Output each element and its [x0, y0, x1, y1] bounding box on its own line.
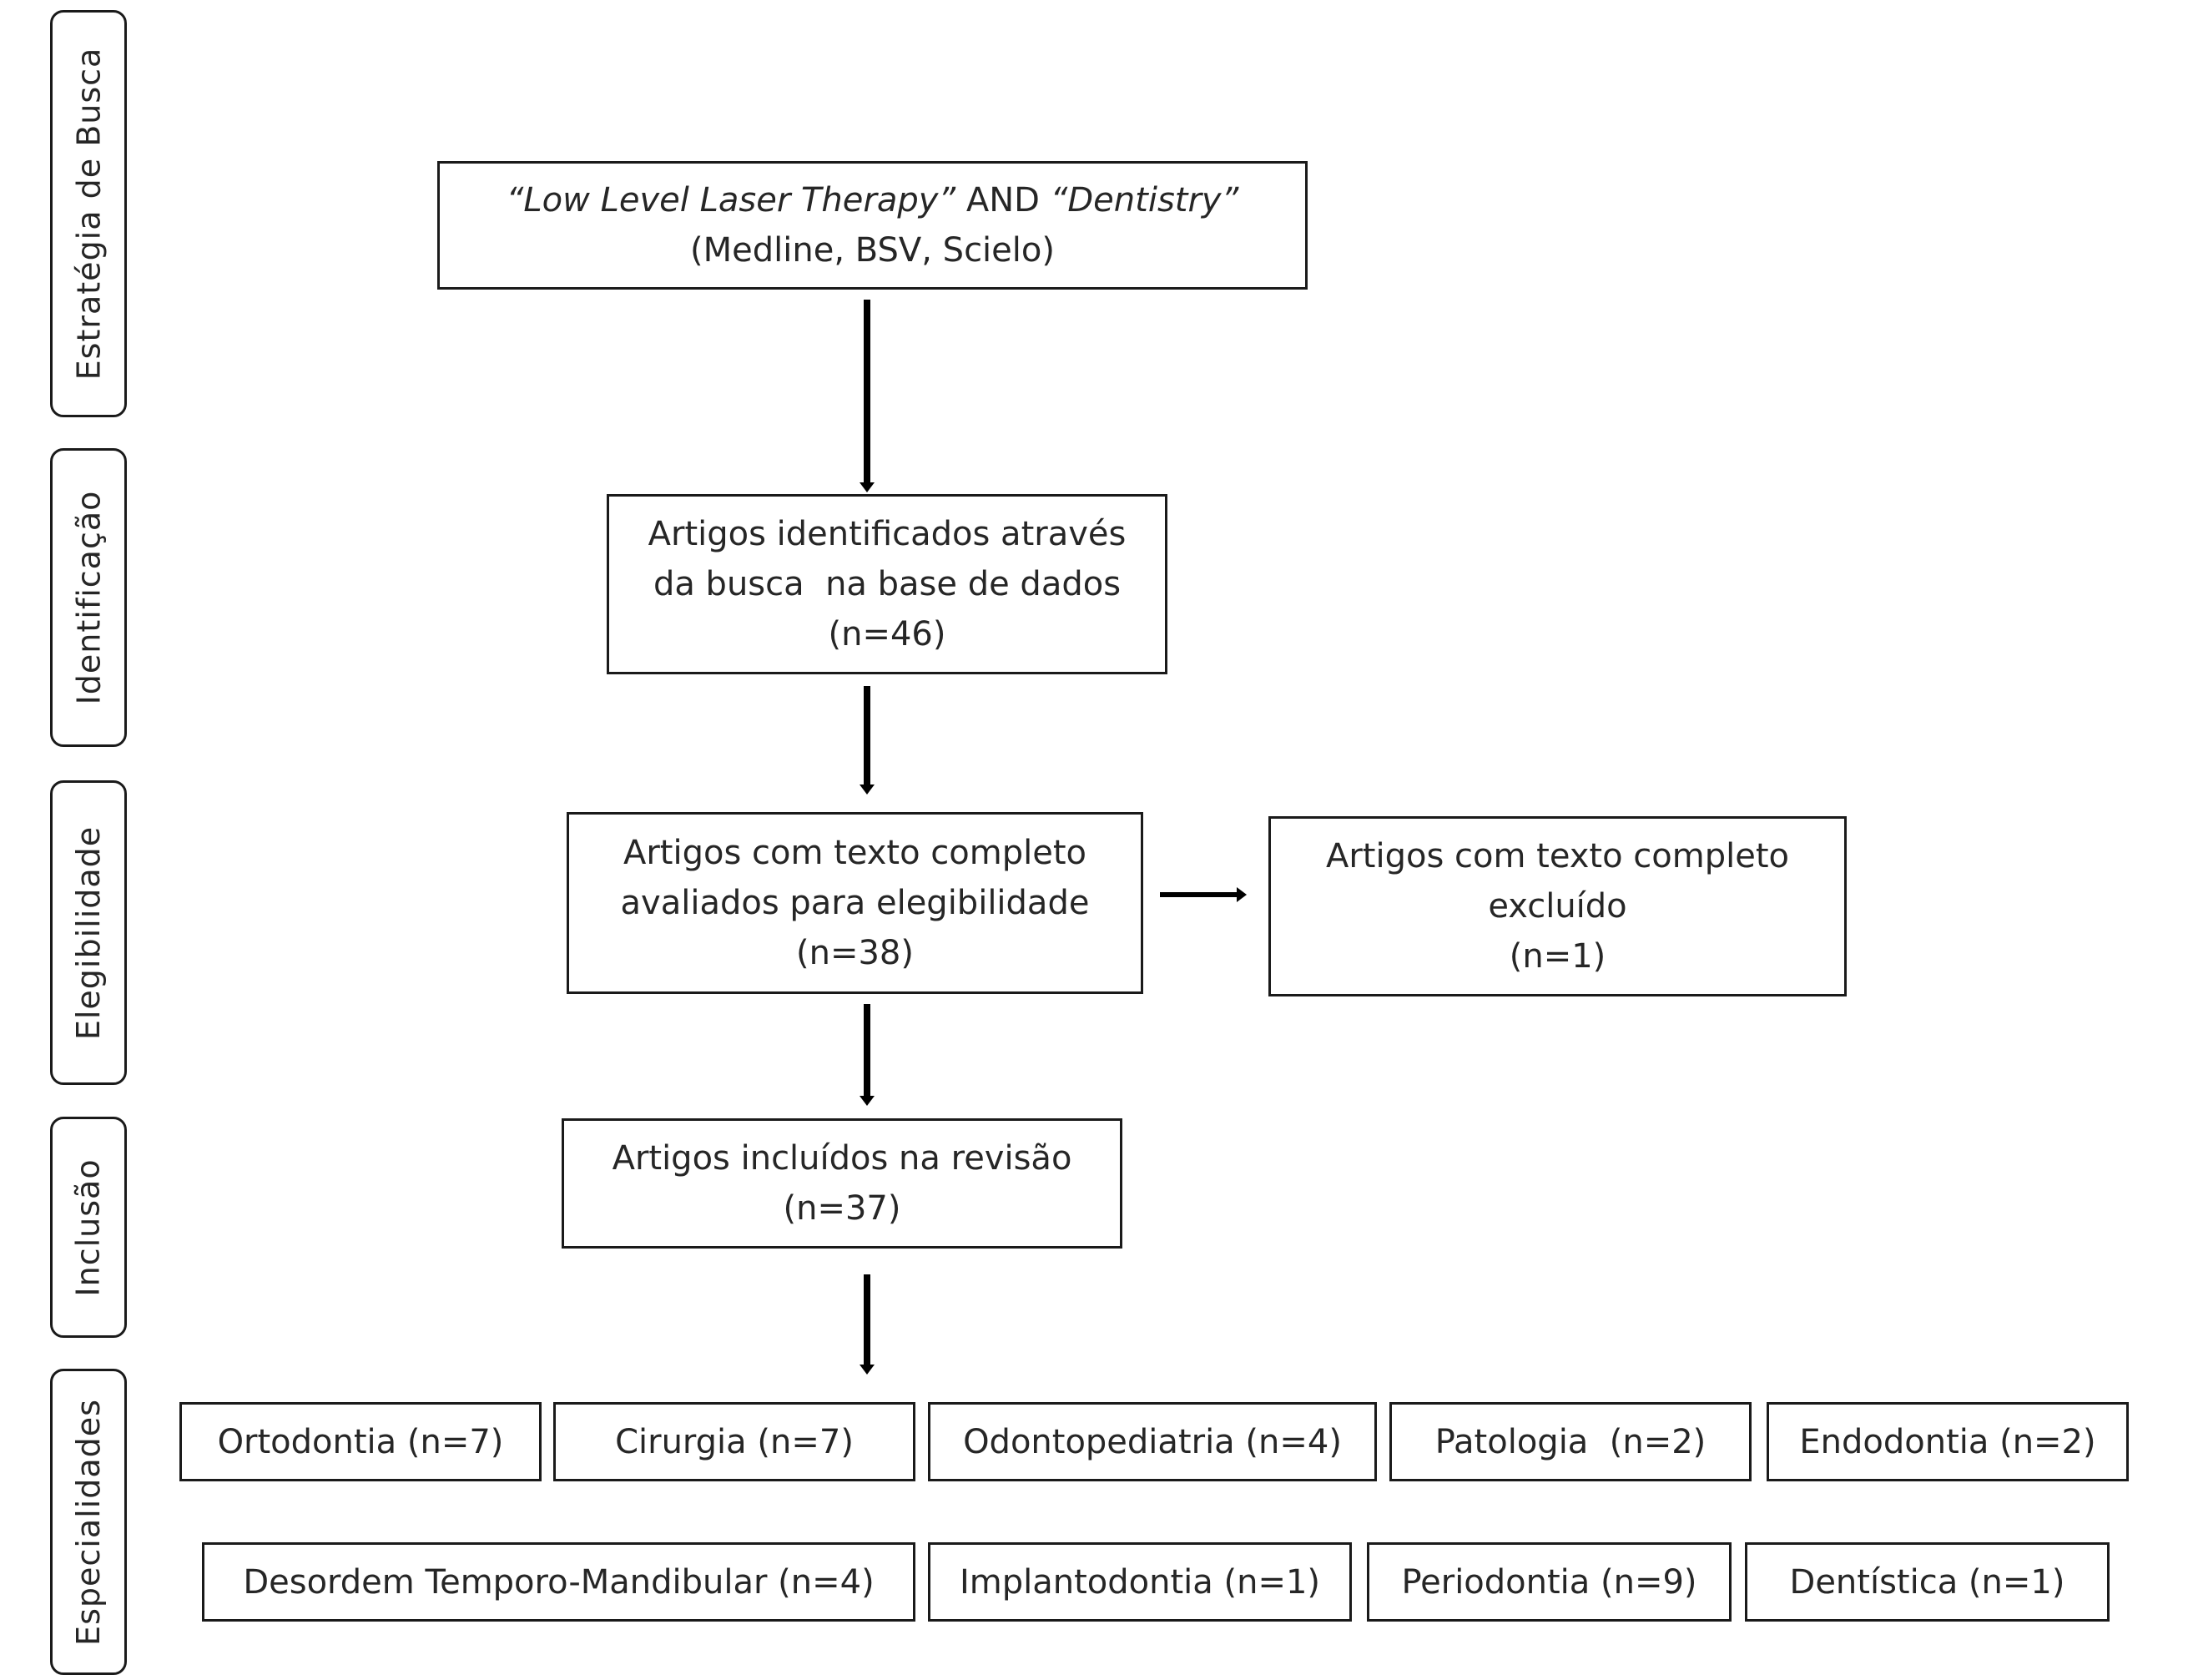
specialty-box: Odontopediatria (n=4) — [928, 1402, 1377, 1481]
search-term-1: “Low Level Laser Therapy” — [506, 181, 956, 219]
specialty-label: Endodontia (n=2) — [1799, 1422, 2096, 1461]
search-box: “Low Level Laser Therapy” AND “Dentistry… — [437, 161, 1308, 290]
specialty-label: Dentística (n=1) — [1789, 1562, 2065, 1602]
stage-label-elegibilidade: Elegibilidade — [50, 780, 127, 1085]
identified-line1: Artigos identificados através — [648, 515, 1127, 553]
eligibility-box: Artigos com texto completo avaliados par… — [567, 812, 1143, 994]
specialty-label: Odontopediatria (n=4) — [963, 1422, 1342, 1461]
specialty-box: Endodontia (n=2) — [1767, 1402, 2129, 1481]
specialty-label: Cirurgia (n=7) — [615, 1422, 854, 1461]
search-connector: AND — [955, 181, 1051, 219]
specialty-label: Ortodontia (n=7) — [217, 1422, 504, 1461]
specialty-box: Ortodontia (n=7) — [179, 1402, 542, 1481]
search-term-2: “Dentistry” — [1050, 181, 1239, 219]
stage-label-identificacao-text: Identificação — [70, 490, 108, 705]
excluded-line1: Artigos com texto completo — [1326, 837, 1789, 875]
included-line1: Artigos incluídos na revisão — [612, 1139, 1072, 1178]
specialty-box: Implantodontia (n=1) — [928, 1542, 1352, 1622]
excluded-box: Artigos com texto completo excluído (n=1… — [1268, 816, 1847, 996]
included-count: (n=37) — [783, 1189, 901, 1228]
specialty-label: Patologia (n=2) — [1434, 1422, 1707, 1461]
specialty-box: Cirurgia (n=7) — [553, 1402, 915, 1481]
specialty-label: Implantodontia (n=1) — [959, 1562, 1321, 1602]
stage-label-elegibilidade-text: Elegibilidade — [70, 825, 108, 1040]
specialty-box: Dentística (n=1) — [1745, 1542, 2110, 1622]
eligibility-line2: avaliados para elegibilidade — [620, 884, 1090, 922]
specialty-label: Periodontia (n=9) — [1401, 1562, 1697, 1602]
stage-label-busca: Estratégia de Busca — [50, 10, 127, 417]
search-databases: (Medline, BSV, Scielo) — [690, 231, 1055, 270]
search-query: “Low Level Laser Therapy” AND “Dentistry… — [507, 175, 1239, 225]
identified-box: Artigos identificados através da busca n… — [607, 494, 1167, 674]
stage-label-busca-text: Estratégia de Busca — [70, 47, 107, 381]
excluded-count: (n=1) — [1509, 937, 1606, 976]
stage-label-especialidades-text: Especialidades — [70, 1398, 107, 1646]
stage-label-inclusao: Inclusão — [50, 1117, 127, 1338]
specialty-box: Patologia (n=2) — [1389, 1402, 1752, 1481]
excluded-line2: excluído — [1488, 887, 1627, 926]
specialty-label: Desordem Temporo-Mandibular (n=4) — [243, 1562, 875, 1602]
stage-label-especialidades: Especialidades — [50, 1369, 127, 1675]
stage-label-inclusao-text: Inclusão — [70, 1158, 108, 1297]
specialty-box: Periodontia (n=9) — [1367, 1542, 1732, 1622]
eligibility-count: (n=38) — [796, 934, 914, 972]
included-box: Artigos incluídos na revisão (n=37) — [562, 1118, 1122, 1249]
identified-line2: da busca na base de dados — [653, 565, 1122, 603]
specialty-box: Desordem Temporo-Mandibular (n=4) — [202, 1542, 915, 1622]
identified-count: (n=46) — [828, 615, 946, 653]
eligibility-line1: Artigos com texto completo — [623, 834, 1086, 872]
stage-label-identificacao: Identificação — [50, 448, 127, 747]
